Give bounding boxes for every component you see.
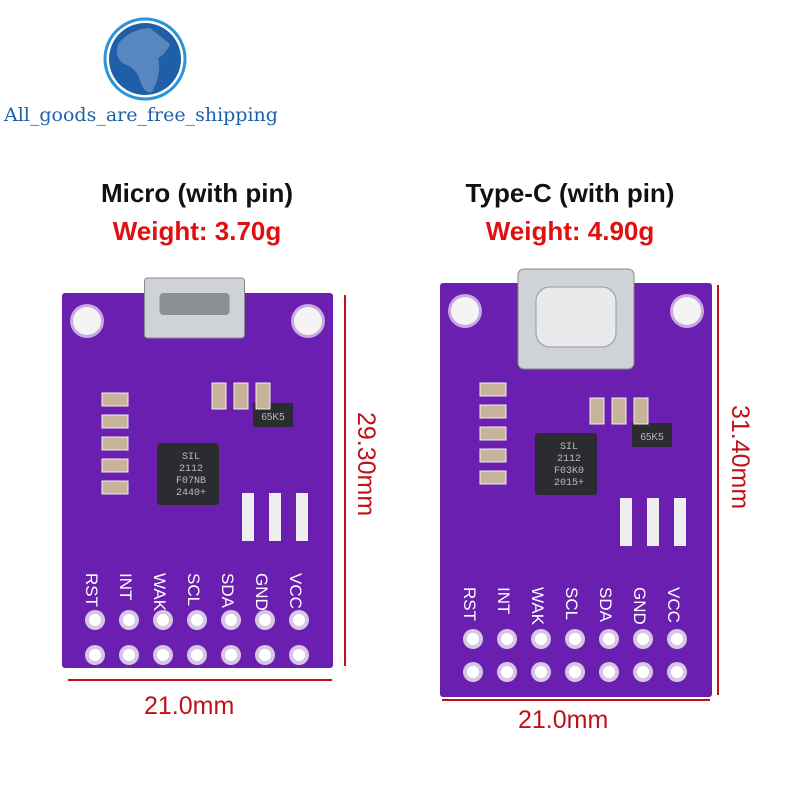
right-height-label: 31.40mm [726,405,754,510]
led [296,493,308,541]
pin-hole [501,666,513,678]
capacitor [101,436,129,451]
chip [535,433,597,495]
pin-label-wak: WAK [150,573,169,612]
mounting-hole [73,307,101,335]
left-height-label: 29.30mm [352,412,380,517]
capacitor [101,480,129,495]
mounting-hole [451,297,479,325]
pin-hole [191,649,203,661]
chip-marking: 2112 [179,464,203,475]
pin-hole [225,614,237,626]
pin-hole [501,633,513,645]
left-title: Micro (with pin) [100,178,294,208]
pin-label-gnd: GND [630,587,649,625]
right-width-label: 21.0mm [518,706,609,734]
pin-hole [671,633,683,645]
led [647,498,659,546]
pin-hole [671,666,683,678]
chip-marking: 2015+ [554,478,584,489]
pin-hole [637,633,649,645]
pin-hole [603,666,615,678]
right-weight: Weight: 4.90g [485,216,655,246]
pin-hole [535,666,547,678]
pin-hole [467,633,479,645]
regulator [632,423,672,447]
right-title: Type-C (with pin) [465,178,675,208]
pin-hole [569,666,581,678]
brand-text: All_goods_are_free_shipping [4,104,278,126]
capacitor [479,426,507,441]
chip-marking: F03K0 [554,466,584,477]
pin-label-wak: WAK [528,587,547,626]
chip-marking: 2440+ [176,488,206,499]
pin-label-int: INT [116,573,135,600]
capacitor [479,448,507,463]
chip-marking: 2112 [557,454,581,465]
pin-hole [293,614,305,626]
pin-hole [123,614,135,626]
capacitor [633,397,649,425]
pin-label-gnd: GND [252,573,271,611]
pin-hole [89,649,101,661]
capacitor [479,470,507,485]
capacitor [233,382,249,410]
regulator-marking: 65K5 [261,412,285,423]
micro-usb-port [159,293,230,315]
pin-label-vcc: VCC [286,573,305,609]
chip-marking: SIL [182,452,200,463]
pin-label-sda: SDA [596,587,615,623]
globe-icon [103,17,187,101]
pin-hole [535,633,547,645]
led [242,493,254,541]
pin-hole [603,633,615,645]
led [269,493,281,541]
pin-label-rst: RST [82,573,101,607]
pin-hole [157,649,169,661]
mounting-hole [673,297,701,325]
chip-marking: SIL [560,442,578,453]
pin-hole [259,649,271,661]
pin-hole [89,614,101,626]
capacitor [211,382,227,410]
regulator-marking: 65K5 [640,432,664,443]
usb-c-shell [535,286,617,348]
left-weight: Weight: 3.70g [112,216,282,246]
pin-label-vcc: VCC [664,587,683,623]
pin-label-scl: SCL [562,587,581,620]
capacitor [589,397,605,425]
pin-hole [191,614,203,626]
capacitor [101,414,129,429]
pin-hole [123,649,135,661]
capacitor [479,404,507,419]
pin-hole [259,614,271,626]
pin-hole [467,666,479,678]
capacitor [101,392,129,407]
led [674,498,686,546]
pin-hole [293,649,305,661]
mounting-hole [294,307,322,335]
left-width-label: 21.0mm [144,692,235,720]
led [620,498,632,546]
pin-hole [225,649,237,661]
capacitor [101,458,129,473]
pin-hole [569,633,581,645]
chip [157,443,219,505]
pin-label-scl: SCL [184,573,203,606]
capacitor [611,397,627,425]
pin-label-sda: SDA [218,573,237,609]
pin-hole [157,614,169,626]
pin-label-int: INT [494,587,513,614]
pin-hole [637,666,649,678]
capacitor [479,382,507,397]
chip-marking: F07NB [176,476,206,487]
pin-label-rst: RST [460,587,479,621]
capacitor [255,382,271,410]
